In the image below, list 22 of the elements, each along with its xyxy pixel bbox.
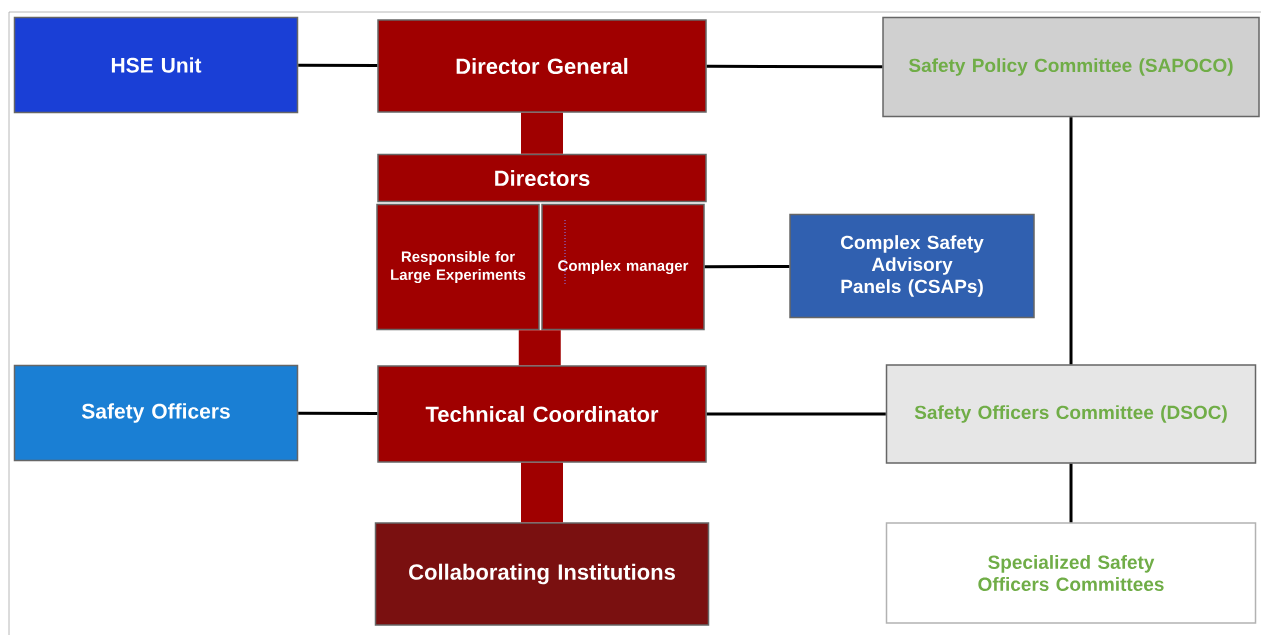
committee-box: Safety Policy Committee (SAPOCO) [882,16,1260,118]
role-box: Complex manager [541,203,705,331]
panel-box: Complex Safety Advisory Panels (CSAPs) [789,213,1035,319]
connector [1069,117,1073,365]
connector [1069,463,1073,523]
role-box: Directors [377,153,707,203]
role-box: Responsible for Large Experiments [376,203,540,331]
role-box: Technical Coordinator [377,365,707,463]
committee-box: Specialized Safety Officers Committees [885,522,1257,624]
connector [298,411,378,416]
role-box: Director General [377,19,707,113]
unit-box: Safety Officers [13,364,299,462]
connector [521,462,563,523]
unit-box: HSE Unit [13,16,299,114]
committee-box: Safety Officers Committee (DSOC) [885,364,1257,464]
connector [706,412,886,416]
connector [704,264,790,269]
connector [298,63,378,68]
institution-box: Collaborating Institutions [374,522,710,626]
connector [521,112,563,154]
connector [518,330,561,366]
connector [706,64,883,69]
